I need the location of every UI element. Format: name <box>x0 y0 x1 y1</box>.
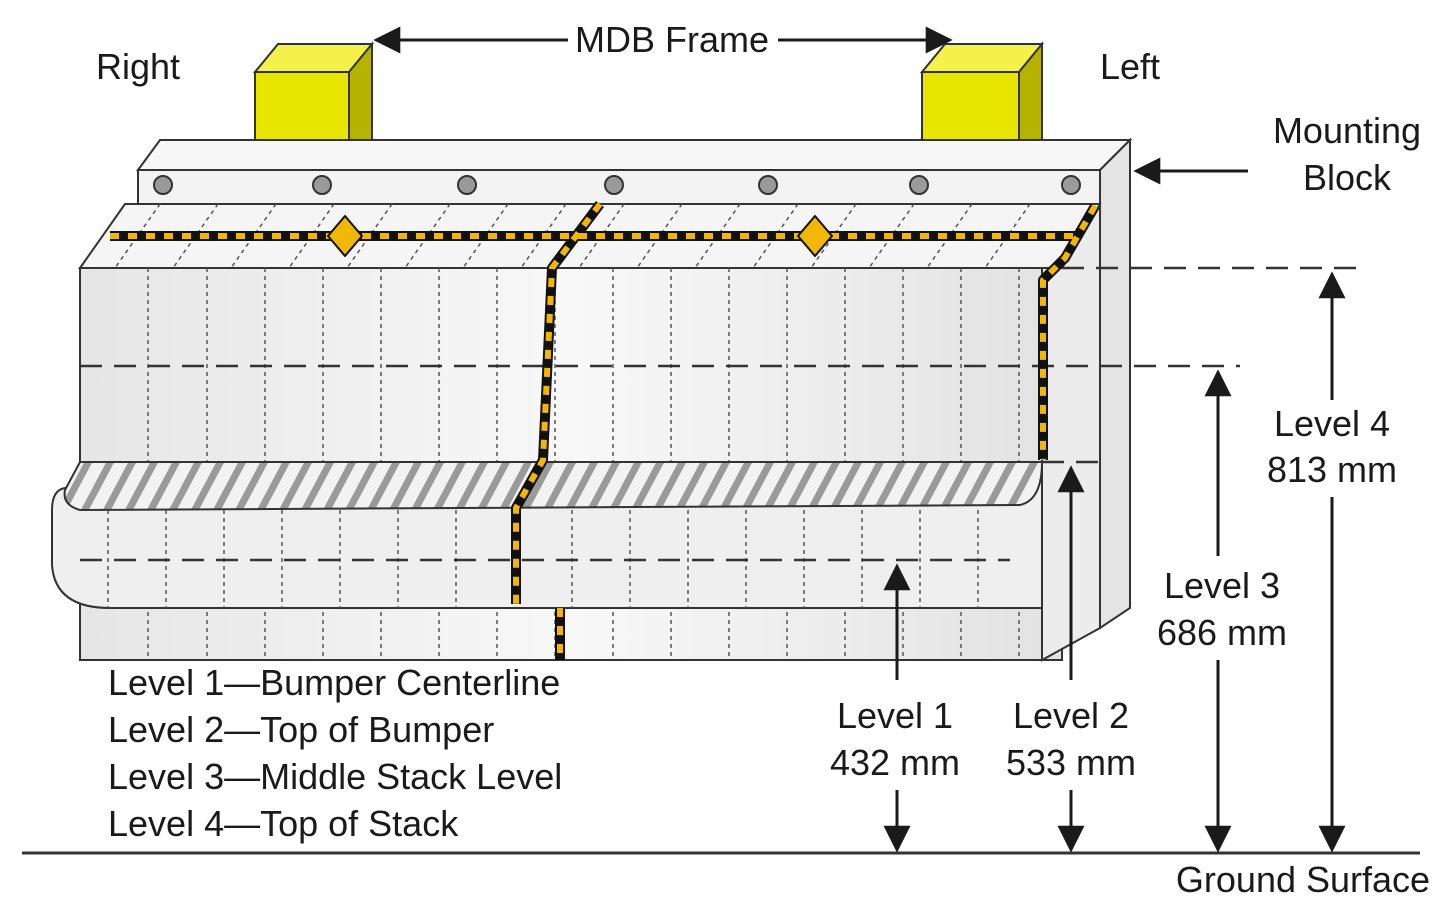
level-4-name: Level 4 <box>1274 403 1390 444</box>
level-1-height: 432 mm <box>830 742 960 783</box>
ground-surface-label: Ground Surface <box>1176 859 1430 900</box>
legend-level-2: Level 2—Top of Bumper <box>108 709 494 750</box>
right-side-label: Right <box>96 46 180 87</box>
mdb-frame-block-right <box>252 41 375 141</box>
mdb-frame-label: MDB Frame <box>575 19 769 60</box>
mounting-block-label-line2: Block <box>1303 157 1392 198</box>
level-legend: Level 1—Bumper Centerline Level 2—Top of… <box>108 662 562 844</box>
legend-level-4: Level 4—Top of Stack <box>108 803 459 844</box>
height-arrows <box>883 271 1346 853</box>
mdb-frame-block-left <box>919 41 1045 141</box>
level-4-height: 813 mm <box>1267 449 1397 490</box>
measurement-stripes <box>110 201 1100 660</box>
mounting-block-label-line1: Mounting <box>1273 110 1421 151</box>
legend-level-1: Level 1—Bumper Centerline <box>108 662 560 703</box>
level-2-name: Level 2 <box>1013 695 1129 736</box>
level-1-name: Level 1 <box>837 695 953 736</box>
level-3-name: Level 3 <box>1164 565 1280 606</box>
legend-level-3: Level 3—Middle Stack Level <box>108 756 562 797</box>
stripe-markers <box>327 215 833 257</box>
mounting-bolts <box>153 175 1081 195</box>
bumper <box>51 460 1044 609</box>
left-side-label: Left <box>1100 46 1160 87</box>
level-2-height: 533 mm <box>1006 742 1136 783</box>
level-3-height: 686 mm <box>1157 612 1287 653</box>
